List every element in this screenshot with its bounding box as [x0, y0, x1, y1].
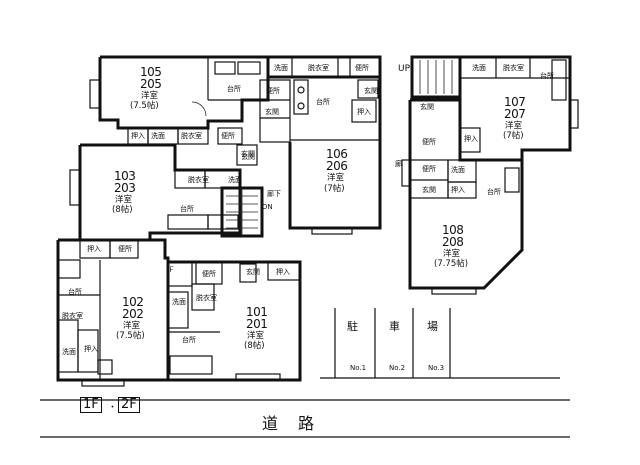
- washroom-label: 洗面: [62, 348, 76, 356]
- entrance-label: 玄関: [241, 153, 255, 161]
- parking-heading-2: 車: [389, 320, 400, 333]
- entrance-label: 玄関: [420, 103, 434, 111]
- corridor-label: 廊: [395, 160, 402, 168]
- unit-number-105: 105: [140, 65, 162, 79]
- dressing-label: 脱衣室: [62, 312, 83, 320]
- washroom-label: 洗面: [274, 64, 288, 72]
- room-label-western: 洋室: [505, 121, 523, 131]
- unit-number-205: 205: [140, 77, 162, 91]
- unit-number-208: 208: [442, 235, 464, 249]
- kitchen-label: 台所: [68, 288, 82, 296]
- room-size: (7帖): [324, 184, 345, 194]
- unit-number-207: 207: [504, 107, 526, 121]
- parking-heading-1: 駐: [347, 320, 358, 333]
- parking-slot-2: No.2: [389, 364, 406, 372]
- toilet-label: 便所: [355, 64, 369, 72]
- stove-icon: [237, 61, 261, 75]
- parking-slot-1: No.1: [350, 364, 367, 372]
- parking-slot-3: No.3: [428, 364, 445, 372]
- dressing-label: 脱衣室: [181, 132, 202, 140]
- up-label: UP: [398, 64, 411, 74]
- unit-number-106: 106: [326, 147, 348, 161]
- room-label-western: 洋室: [141, 91, 159, 101]
- dn-label: DN: [262, 203, 273, 211]
- unit-108-walls: [401, 98, 524, 295]
- entrance-label: 玄関: [265, 108, 279, 116]
- kitchen-label: 台所: [540, 72, 554, 80]
- kitchen-label: 台所: [227, 85, 241, 93]
- washroom-label: 洗面: [151, 132, 165, 140]
- unit-number-201: 201: [246, 317, 268, 331]
- closet-label: 押入: [276, 268, 290, 276]
- unit-number-206: 206: [326, 159, 348, 173]
- fridge-label: Ｆ: [168, 266, 175, 274]
- room-size: (8帖): [244, 341, 265, 351]
- toilet-label: 便所: [266, 87, 280, 95]
- entrance-label: 玄関: [246, 268, 260, 276]
- room-size: (7帖): [503, 131, 524, 141]
- sink-icon: [214, 61, 236, 75]
- toilet-label: 便所: [221, 132, 235, 140]
- washroom-label: 洗面: [472, 64, 486, 72]
- floor-2f-badge: 2F: [118, 397, 140, 413]
- dressing-label: 脱衣室: [503, 64, 524, 72]
- unit-number-102: 102: [122, 295, 144, 309]
- closet-label: 押入: [131, 132, 145, 140]
- window: [89, 79, 101, 109]
- hallway-label: 廊下: [267, 190, 281, 198]
- kitchen-label: 台所: [316, 98, 330, 106]
- entrance-label: 玄関: [364, 87, 378, 95]
- washroom-label: 洗面: [228, 176, 242, 184]
- entrance-label: 玄関: [241, 150, 255, 158]
- kitchen-label: 台所: [180, 205, 194, 213]
- room-label-western: 洋室: [327, 173, 345, 183]
- room-size: (7.75帖): [434, 259, 469, 269]
- unit-number-101: 101: [246, 305, 268, 319]
- parking-lot: [320, 308, 560, 379]
- closet-label: 押入: [84, 345, 98, 353]
- toilet-label: 便所: [422, 138, 436, 146]
- unit-number-202: 202: [122, 307, 144, 321]
- closet-label: 押入: [464, 135, 478, 143]
- unit-106-walls: [288, 75, 382, 235]
- dressing-label: 脱衣室: [196, 294, 217, 302]
- entrance-label: 玄関: [422, 186, 436, 194]
- center-stairs: [220, 186, 264, 238]
- unit-number-203: 203: [114, 181, 136, 195]
- toilet-label: 便所: [118, 245, 132, 253]
- room-label-western: 洋室: [443, 249, 461, 259]
- room-label-western: 洋室: [247, 331, 265, 341]
- room-label-western: 洋室: [123, 321, 141, 331]
- unit-102-walls: [56, 238, 170, 387]
- dressing-label: 脱衣室: [188, 176, 209, 184]
- room-size: (7.5帖): [130, 101, 159, 111]
- unit-101-walls: [167, 260, 302, 382]
- toilet-label: 便所: [202, 270, 216, 278]
- kitchen-label: 台所: [182, 336, 196, 344]
- unit-103-walls: [69, 143, 258, 242]
- top-stairs: [410, 55, 462, 99]
- closet-label: 押入: [87, 245, 101, 253]
- road-label: 道 路: [262, 414, 317, 433]
- parking-heading-3: 場: [427, 320, 438, 333]
- dressing-label: 脱衣室: [308, 64, 329, 72]
- unit-105-walls: [89, 55, 270, 130]
- unit-number-103: 103: [114, 169, 136, 183]
- unit-105-lower: [127, 127, 243, 145]
- road: [40, 399, 570, 438]
- room-size: (7.5帖): [116, 331, 145, 341]
- room-label-western: 洋室: [115, 195, 133, 205]
- kitchen-label: 台所: [487, 188, 501, 196]
- toilet-label: 便所: [422, 165, 436, 173]
- closet-label: 押入: [451, 186, 465, 194]
- closet-label: 押入: [357, 108, 371, 116]
- floor-separator: ・: [108, 403, 118, 413]
- unit-number-108: 108: [442, 223, 464, 237]
- washroom-label: 洗面: [451, 166, 465, 174]
- unit-number-107: 107: [504, 95, 526, 109]
- floor-1f-badge: 1F: [80, 397, 102, 413]
- room-size: (8帖): [112, 205, 133, 215]
- washroom-label: 洗面: [172, 298, 186, 306]
